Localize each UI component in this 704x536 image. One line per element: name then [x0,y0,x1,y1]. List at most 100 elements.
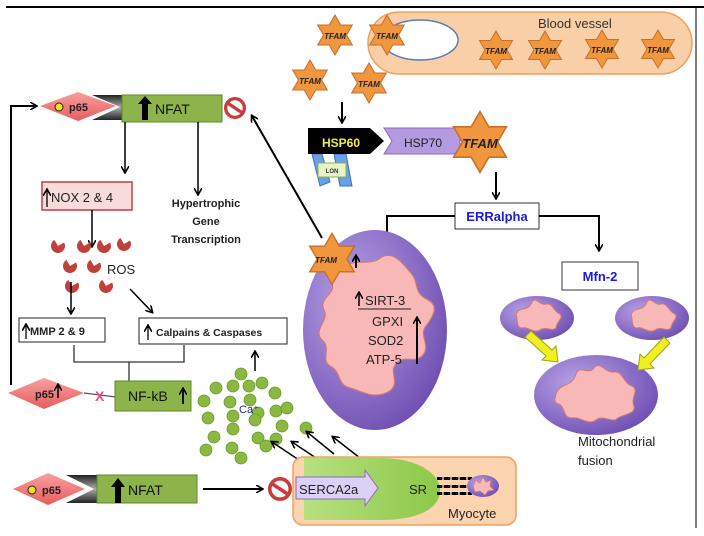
tfam-label: TFAM [591,46,613,55]
calpains-label: Calpains & Caspases [156,327,262,339]
calcium-particle [255,376,269,390]
nox-label: NOX 2 & 4 [51,190,113,205]
p65-label: p65 [42,485,61,497]
calcium-particle [226,379,240,393]
calcium-particle [226,409,240,423]
ros-label: ROS [107,262,136,277]
nfkb-complex: p65 X NF-kB [8,378,192,412]
fused-mitochondrion [534,355,658,435]
calcium-particle [197,394,211,408]
calcium-particle [209,381,223,395]
bracket-connector [73,345,185,363]
mmp-label: MMP 2 & 9 [30,326,85,338]
calpains-box [138,317,288,345]
feedback-arrow [10,106,36,385]
mitochondrion [303,230,447,430]
arrow-ros-to-calpains [129,288,152,312]
chaperone-complex: LON HSP60 HSP70 TFAM [308,110,508,187]
calcium-particle [223,395,237,409]
p65-label: p65 [69,102,88,114]
calcium-label: Ca⁺ [239,404,259,416]
sr-label: SR [409,482,427,497]
tfam-label: TFAM [462,136,499,151]
calcium-particle [207,430,221,444]
hypertrophic-line1: Hypertrophic [172,198,240,210]
calcium-particle [268,386,282,400]
calcium-particle [275,419,289,433]
erralpha-label: ERRalpha [466,209,528,224]
tfam-label: TFAM [376,32,398,41]
calcium-particle [269,404,283,418]
ros-particle [65,279,79,293]
ros-particle [77,239,91,253]
free-tfam-stars: TFAM TFAM TFAM TFAM [292,14,405,104]
arrow-sr-to-ca [307,432,335,455]
nfat-label: NFAT [155,101,190,117]
nfkb-label: NF-kB [128,388,168,404]
hsp60-label: HSP60 [322,136,360,150]
myocyte-label: Myocyte [448,506,496,521]
phosphate-icon [27,485,37,495]
fusion-label-line1: Mitochondrial [578,434,655,449]
hypertrophic-line3: Transcription [171,234,241,246]
tfam-label: TFAM [647,46,669,55]
myocyte: SERCA2a SR Myocyte [292,456,517,526]
atp5-label: ATP-5 [366,352,402,367]
nfat-label: NFAT [128,482,163,498]
calcium-particle [201,411,215,425]
up-arrow-icon [111,478,125,503]
ros-particle [99,279,113,293]
calcium-particles [197,367,313,465]
arrow-tfam-to-nfat-inhibit [252,116,323,239]
tfam-label: TFAM [324,32,346,41]
ros-particles [51,237,131,293]
calcium-particle [226,422,240,436]
calcium-particle [242,379,256,393]
ros-particle [51,239,65,253]
calcium-particle [251,431,265,445]
calcium-particle [199,443,213,457]
calcium-particle [259,439,273,453]
top-p65-nfat-complex: p65 NFAT [40,92,223,123]
p65-label: p65 [35,389,54,401]
arrow-sr-to-ca [333,437,361,459]
mmp-box [18,317,106,343]
yellow-arrow-left [524,330,559,363]
yellow-arrow-right [637,336,671,371]
cleavage-x-icon: X [95,388,105,404]
gpxi-label: GPXI [372,314,403,329]
ros-particle [97,239,111,253]
ros-particle [63,259,77,273]
calcium-particle [234,451,248,465]
blood-vessel-label: Blood vessel [538,16,612,31]
ros-particle [117,237,131,251]
inhibit-icon [224,97,246,119]
mfn2-label: Mfn-2 [583,269,618,284]
calcium-particle [299,421,313,435]
calcium-particle [243,393,257,407]
ryr-channel-icon [437,475,472,496]
tfam-label: TFAM [358,80,380,89]
serca-label: SERCA2a [299,482,359,497]
up-arrow-icon [138,96,152,120]
tfam-label: TFAM [315,256,337,265]
fusion-label-line2: fusion [578,453,613,468]
tfam-label: TFAM [485,47,507,56]
bottom-p65-nfat-complex: p65 NFAT [13,473,198,505]
tfam-label: TFAM [534,47,556,56]
tfam-label: TFAM [299,77,321,86]
inhibit-icon [268,477,292,501]
erralpha-box [454,202,540,230]
lon-label: LON [326,169,339,175]
calcium-particle [248,413,262,427]
small-mitochondrion-right [615,296,689,340]
calcium-particle [225,441,239,455]
mfn2-box [561,261,639,291]
calcium-particle [269,432,283,446]
arrow-erralpha-to-mfn2 [539,215,599,250]
sod2-label: SOD2 [368,333,403,348]
ros-particle [87,259,101,273]
hypertrophic-line2: Gene [192,216,220,228]
phosphate-icon [54,102,64,112]
